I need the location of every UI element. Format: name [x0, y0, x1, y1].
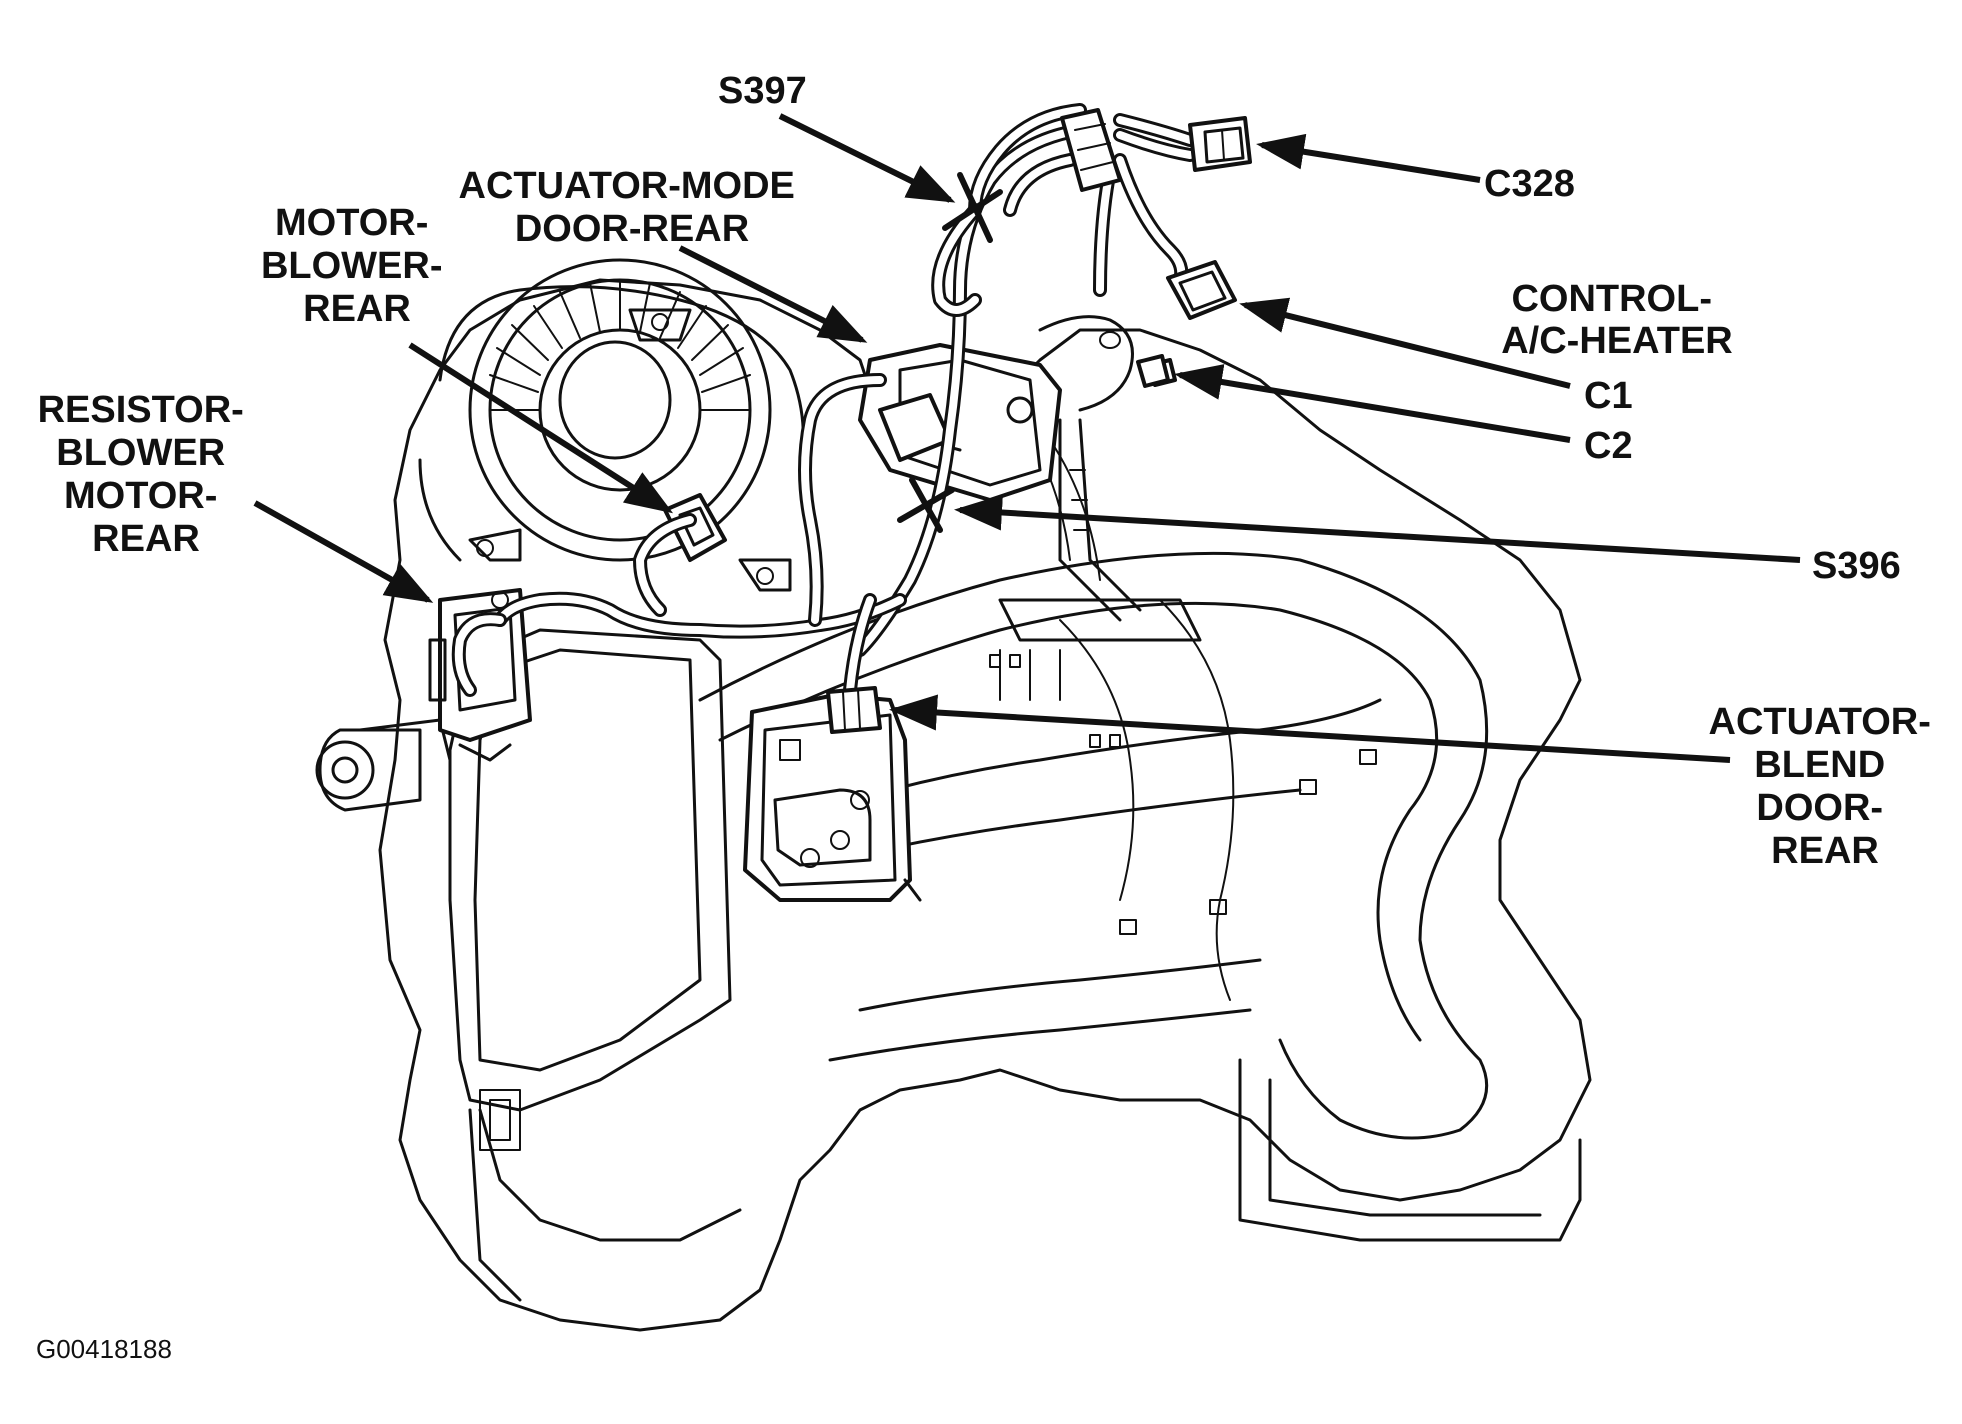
left-mount-boss: [315, 718, 452, 812]
label-resistor-blower-motor-rear: RESISTOR- BLOWER MOTOR- REAR: [38, 389, 255, 560]
label-s396: S396: [1812, 545, 1901, 587]
leader-mode-door: [678, 245, 868, 343]
label-actuator-blend-door-rear: ACTUATOR- BLEND DOOR- REAR: [1709, 701, 1942, 872]
blower-motor-connector: [663, 493, 727, 562]
leader-blower-motor: [408, 342, 674, 514]
mode-door-actuator: [858, 343, 1062, 502]
label-s397: S397: [718, 70, 807, 112]
figure-id: G00418188: [36, 1334, 172, 1364]
label-actuator-mode-door-rear-line-2: DOOR-REAR: [515, 208, 749, 250]
label-control-line-2: A/C-HEATER: [1501, 320, 1733, 362]
leader-s397: [778, 113, 956, 203]
label-motor-blower-rear-line-1: MOTOR-: [275, 202, 428, 244]
label-motor-blower-rear-line-3: REAR: [303, 288, 411, 330]
c2-connector: [1136, 354, 1170, 388]
label-actuator-mode-door-rear: ACTUATOR-MODE DOOR-REAR: [459, 165, 806, 250]
label-motor-blower-rear: MOTOR- BLOWER- REAR: [261, 202, 453, 330]
label-control-line-1: CONTROL-: [1511, 278, 1712, 320]
c1-connector: [1166, 260, 1237, 320]
label-blend-line-4: REAR: [1771, 830, 1879, 872]
label-c328: C328: [1484, 163, 1575, 205]
leader-s396: [954, 494, 1801, 563]
leader-c2: [1174, 364, 1571, 443]
leader-lines: [253, 113, 1801, 763]
blower-wheel: [418, 258, 805, 592]
harness-clip: [1060, 108, 1122, 192]
label-actuator-mode-door-rear-line-1: ACTUATOR-MODE: [459, 165, 795, 207]
splice-s396: [897, 477, 955, 533]
label-blend-line-2: BLEND: [1754, 744, 1885, 786]
wire-harness: [451, 103, 1197, 697]
label-resistor-line-4: REAR: [92, 518, 200, 560]
leader-blend-door: [889, 694, 1731, 763]
leader-c328: [1256, 133, 1481, 183]
label-blend-line-3: DOOR-: [1756, 787, 1883, 829]
splice-s397: [942, 172, 1003, 243]
label-blend-line-1: ACTUATOR-: [1709, 701, 1931, 743]
c328-connector: [1188, 116, 1252, 172]
label-resistor-line-1: RESISTOR-: [38, 389, 244, 431]
label-resistor-line-2: BLOWER: [56, 432, 225, 474]
leader-resistor: [253, 500, 434, 603]
label-resistor-line-3: MOTOR-: [64, 475, 217, 517]
label-control-ac-heater: CONTROL- A/C-HEATER: [1501, 278, 1733, 362]
callout-labels: S397 ACTUATOR-MODE DOOR-REAR MOTOR- BLOW…: [36, 70, 1942, 1364]
label-motor-blower-rear-line-2: BLOWER-: [261, 245, 443, 287]
blend-door-actuator: [743, 686, 922, 902]
leader-c1: [1239, 297, 1571, 389]
label-c1: C1: [1584, 375, 1633, 417]
label-c2: C2: [1584, 425, 1633, 467]
